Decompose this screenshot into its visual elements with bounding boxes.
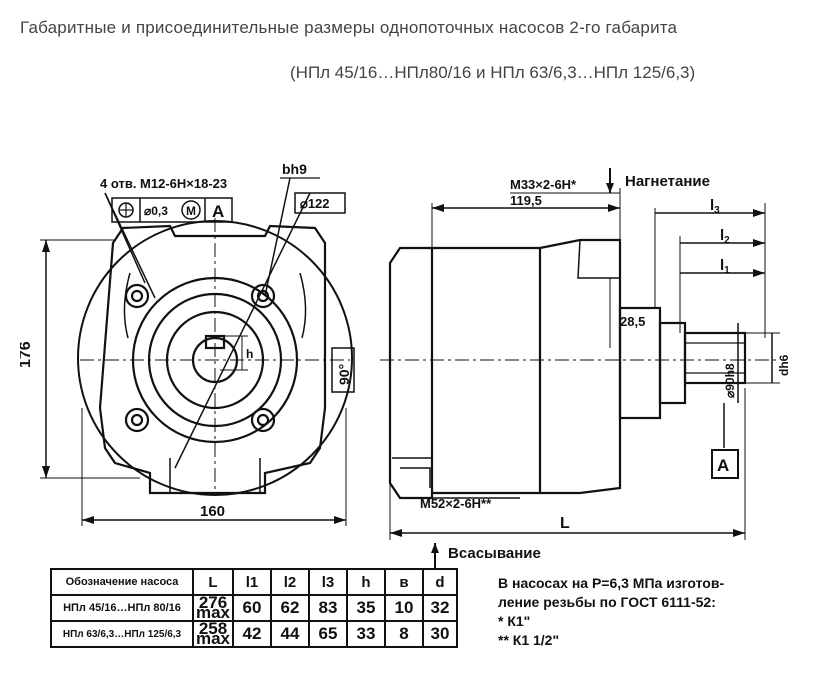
header-l2: l2: [270, 568, 310, 596]
header-l1: l1: [232, 568, 272, 596]
title-line-1: Габаритные и присоединительные размеры о…: [20, 18, 678, 37]
cell-l1: 60: [232, 594, 272, 622]
cell-l3: 83: [308, 594, 348, 622]
dimensions-table: Обозначение насоса L l1 l2 l3 h в d НПл …: [50, 568, 458, 648]
thread-note: В насосах на Р=6,3 МПа изготов- ление ре…: [498, 574, 724, 650]
title-line-2: (НПл 45/16…НПл80/16 и НПл 63/6,3…НПл 125…: [290, 63, 696, 82]
header-b: в: [384, 568, 424, 596]
l1-label: l1: [720, 257, 730, 276]
l2-label: l2: [720, 227, 730, 246]
datum-a-label: A: [717, 456, 729, 475]
dim-160: 160: [200, 503, 225, 520]
header-h: h: [346, 568, 386, 596]
cell-l2: 44: [270, 620, 310, 648]
dim-176: 176: [20, 341, 34, 368]
table-header-row: Обозначение насоса L l1 l2 l3 h в d: [50, 568, 458, 596]
cell-h: 35: [346, 594, 386, 622]
cell-b: 8: [384, 620, 424, 648]
header-designation: Обозначение насоса: [50, 568, 194, 596]
note-line-3: * К1": [498, 613, 531, 629]
tolerance-a: A: [212, 202, 224, 221]
cell-designation: НПл 63/6,3…НПл 125/6,3: [50, 620, 194, 648]
suction-label: Всасывание: [448, 545, 541, 562]
side-view: [380, 168, 780, 568]
dia90-label: ⌀90h8: [723, 363, 737, 398]
cell-h: 33: [346, 620, 386, 648]
note-line-1: В насосах на Р=6,3 МПа изготов-: [498, 575, 725, 591]
holes-label: 4 отв. М12-6Н×18-23: [100, 176, 227, 191]
header-l3: l3: [308, 568, 348, 596]
pressure-label: Нагнетание: [625, 173, 710, 190]
cell-designation: НПл 45/16…НПл 80/16: [50, 594, 194, 622]
keyway-label: bh9: [282, 161, 307, 177]
tolerance-m: M: [186, 204, 196, 218]
cell-l2: 62: [270, 594, 310, 622]
note-line-2: ление резьбы по ГОСТ 6111-52:: [498, 594, 716, 610]
dim-L: L: [560, 515, 570, 532]
cell-d: 32: [422, 594, 458, 622]
header-d: d: [422, 568, 458, 596]
front-view: [40, 177, 355, 526]
dh6-label: dh6: [777, 354, 791, 376]
dim-119-5: 119,5: [510, 193, 542, 208]
tolerance-diameter: ⌀0,3: [144, 204, 168, 218]
angle-90: 90°: [336, 364, 352, 385]
thread-bottom-label: М52×2-6Н**: [420, 496, 492, 511]
drawing-svg: 4 отв. М12-6Н×18-23 ⌀0,3 M A bh9 ⌀122 17…: [17, 161, 791, 568]
cell-d: 30: [422, 620, 458, 648]
l3-label: l3: [710, 197, 720, 216]
dim-28-5: 28,5: [620, 314, 645, 329]
cell-l3: 65: [308, 620, 348, 648]
cell-l1: 42: [232, 620, 272, 648]
dia122-label: ⌀122: [300, 196, 330, 211]
cell-b: 10: [384, 594, 424, 622]
header-L: L: [192, 568, 234, 596]
note-line-4: ** К1 1/2": [498, 632, 560, 648]
h-label: h: [246, 347, 253, 361]
thread-top-label: М33×2-6Н*: [510, 177, 577, 192]
